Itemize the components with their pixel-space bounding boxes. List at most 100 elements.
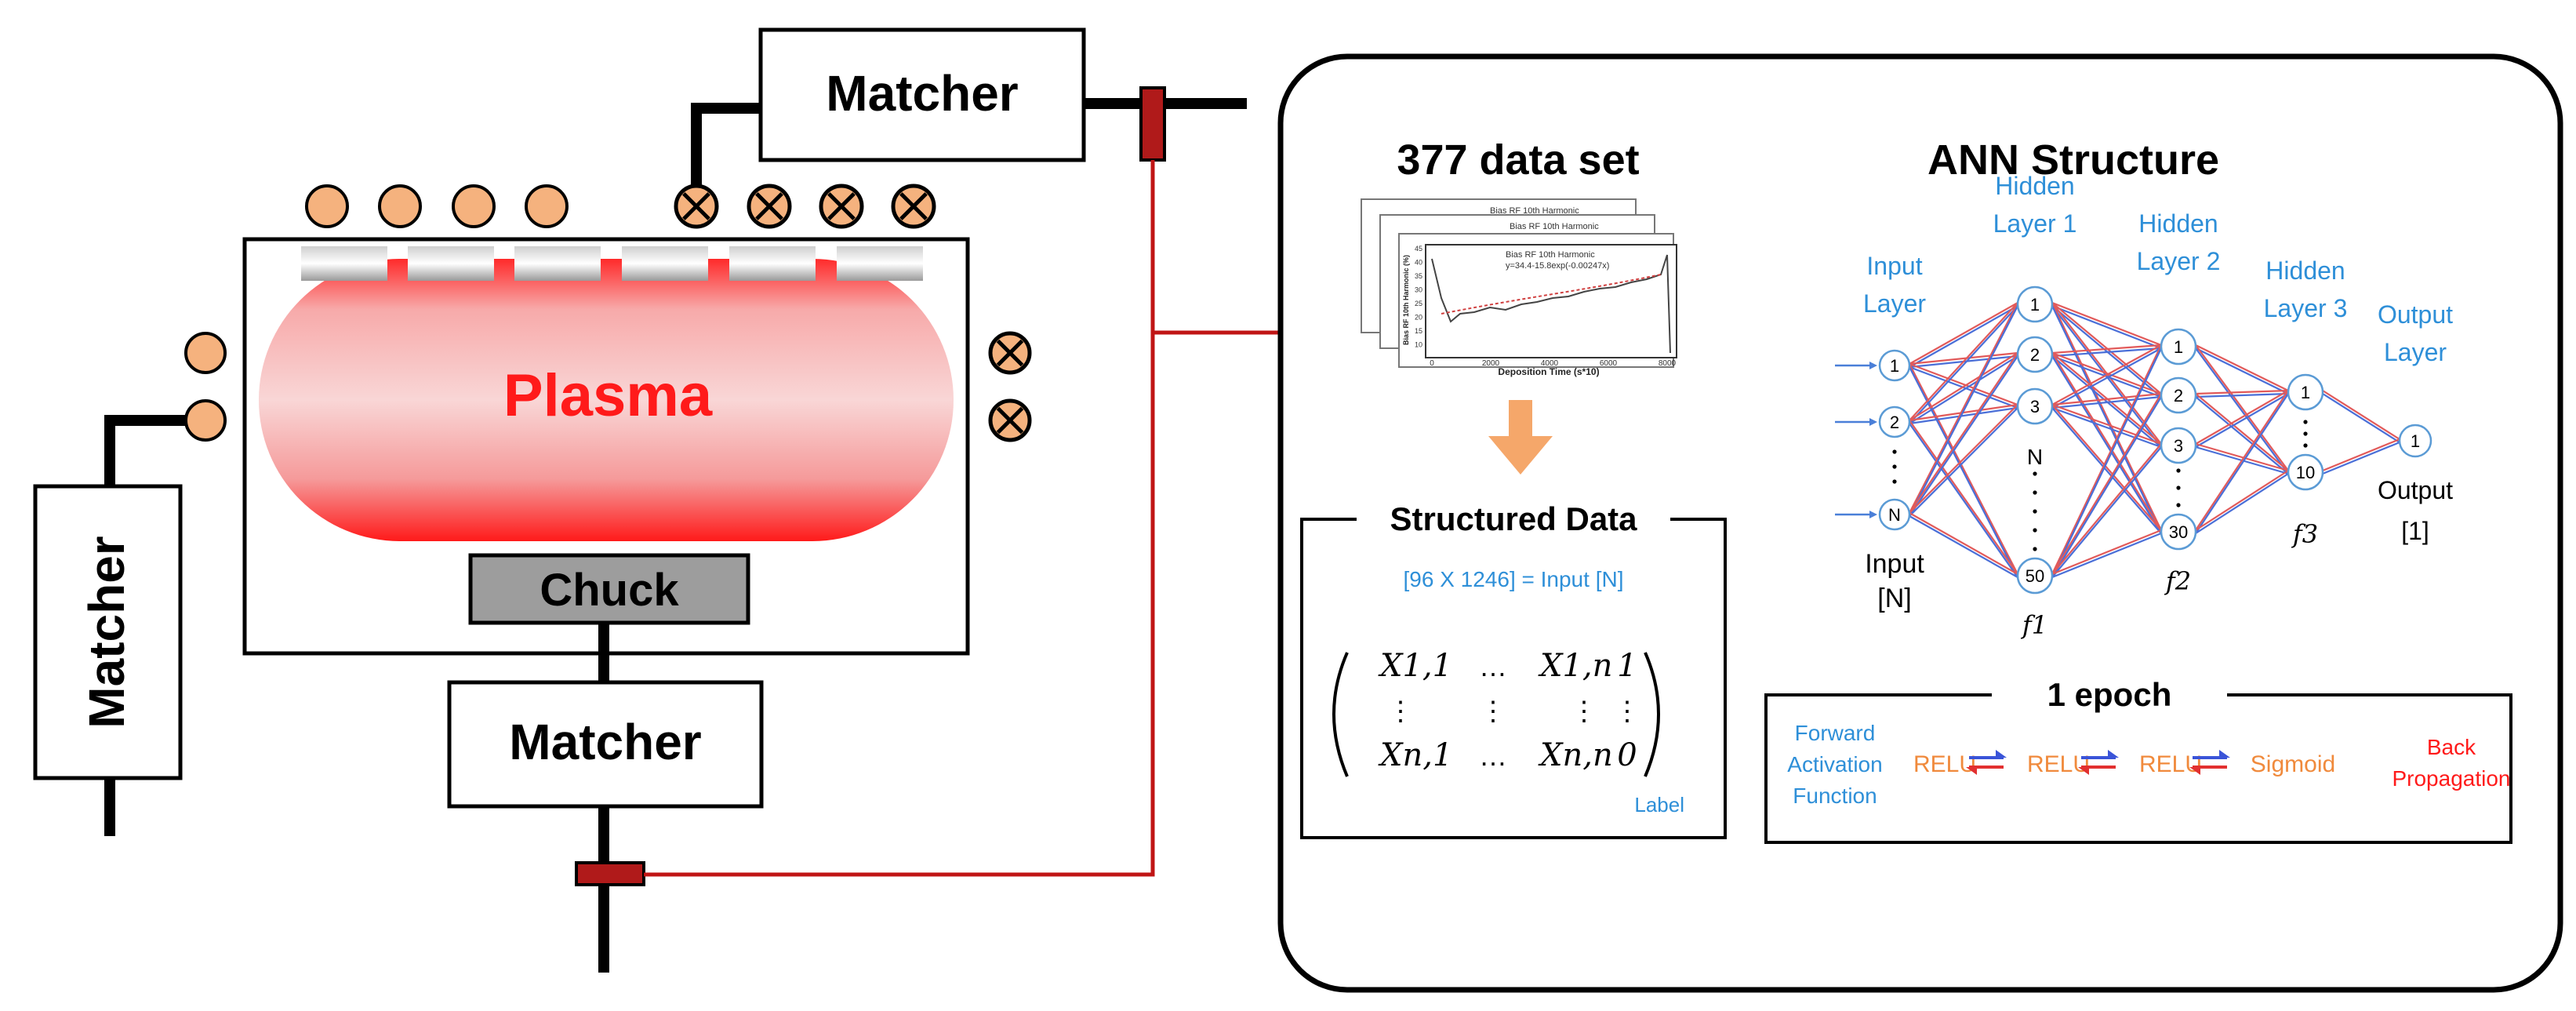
mini-plot-ytick: 20	[1415, 314, 1422, 322]
ann-edge	[2195, 470, 2289, 531]
ann-node-label: 1	[2174, 337, 2183, 357]
epoch-title: 1 epoch	[2047, 676, 2172, 713]
ann-edge	[2051, 395, 2162, 409]
mini-plot: Bias RF 10th Harmonic Bias RF 10th Harmo…	[1361, 198, 1677, 377]
svg-text:1: 1	[1617, 648, 1637, 684]
layer-title: Layer 1	[1993, 209, 2077, 238]
coil-dots-left	[184, 332, 227, 442]
svg-text:Activation: Activation	[1787, 752, 1882, 776]
ann-edge	[1909, 305, 2018, 368]
ann-edge	[1909, 352, 2018, 421]
ann-edges	[1835, 301, 2400, 579]
ann-edge	[2195, 473, 2289, 534]
ann-node-label: 1	[2301, 383, 2310, 402]
ann-node	[2016, 336, 2054, 373]
matrix: X1,1 … X1,n 1 ⋮ ⋮ ⋮ ⋮ Xn,1 … Xn,n 0	[1332, 648, 1660, 777]
ann-edge	[1909, 352, 2018, 514]
svg-text:Xn,1: Xn,1	[1378, 737, 1452, 773]
ann-node-label: 2	[2174, 386, 2183, 405]
mini-plot-line	[1431, 254, 1671, 354]
ann-node	[2016, 387, 2054, 425]
ellipsis-dot	[2033, 528, 2037, 533]
input-arrow-head	[1869, 362, 1877, 369]
ann-title: ANN Structure	[1927, 136, 2219, 184]
svg-text:RELU: RELU	[1913, 751, 1976, 777]
svg-text:Bias RF 10th Harmonic (%): Bias RF 10th Harmonic (%)	[1402, 255, 1410, 345]
layer-title: Hidden	[2138, 209, 2218, 238]
ann-edge	[2195, 392, 2289, 398]
ann-edge	[2195, 393, 2289, 534]
ann-edge	[1909, 302, 2018, 365]
ann-node-label: 2	[1890, 413, 1899, 432]
ann-edge	[2195, 344, 2289, 391]
svg-text:Function: Function	[1793, 784, 1877, 808]
ann-node-label: 30	[2169, 522, 2188, 542]
svg-text:Input: Input	[1865, 549, 1924, 579]
svg-text:⋮: ⋮	[1480, 696, 1506, 726]
ann-node-label: 1	[1890, 356, 1899, 376]
mini-plot-ytick: 15	[1415, 327, 1422, 335]
dataset-title: 377 data set	[1397, 136, 1639, 184]
layer-title: Layer 3	[2264, 294, 2348, 322]
coil-cross-icon	[988, 331, 1032, 375]
ann-edge	[2195, 442, 2289, 472]
ann-edge	[2051, 355, 2162, 534]
ann-edge	[1909, 404, 2018, 514]
mini-plot-xtick: 0	[1430, 359, 1434, 368]
label-text: Label	[1634, 793, 1684, 816]
bidirectional-arrow-icon	[1966, 750, 2007, 775]
ellipsis-dot	[2303, 420, 2308, 424]
ann-edge	[2195, 396, 2289, 475]
svg-text:⋮: ⋮	[1614, 696, 1640, 726]
ann-edge	[1909, 355, 2018, 424]
ann-node	[2160, 376, 2197, 414]
input-arrow-head	[1869, 511, 1877, 518]
ann-edge	[2195, 389, 2289, 395]
ellipsis-dot	[1892, 464, 1897, 469]
ann-edge	[2051, 304, 2162, 350]
ann-edge	[2051, 406, 2162, 449]
layer-title: Layer 2	[2137, 247, 2221, 275]
mini-plot-ytick: 25	[1415, 300, 1422, 307]
mini-plot-ytick: 30	[1415, 286, 1422, 294]
svg-text:Sigmoid: Sigmoid	[2251, 751, 2335, 777]
ann-edge	[2195, 393, 2289, 471]
ann-edge	[1909, 366, 2018, 578]
layer-title: Layer	[2384, 338, 2447, 366]
ann-edge	[2051, 396, 2162, 578]
svg-text:Deposition Time (s*10): Deposition Time (s*10)	[1498, 366, 1599, 377]
ann-node-label: 3	[2174, 436, 2183, 456]
matcher-top-label: Matcher	[826, 65, 1018, 122]
svg-text:⋮: ⋮	[1571, 696, 1597, 726]
ann-edge	[2322, 441, 2400, 475]
ellipsis-dot	[1892, 479, 1897, 484]
ann-edge	[1909, 355, 2018, 517]
ann-edge	[2051, 347, 2162, 358]
svg-text:…: …	[1479, 740, 1507, 772]
bidirectional-arrow-icon	[2189, 750, 2230, 775]
ann-node	[1878, 405, 1911, 438]
svg-text:f2: f2	[2164, 566, 2191, 596]
ann-edge	[2051, 344, 2162, 355]
ann-edge	[2051, 393, 2162, 575]
top-feed-line	[691, 103, 761, 187]
chuck	[468, 553, 750, 625]
ellipsis-dot	[2033, 471, 2037, 476]
ann-edge	[1909, 362, 2018, 406]
ann-node	[1878, 349, 1911, 382]
ann-node	[2287, 373, 2324, 411]
ann-edge	[1909, 423, 2018, 578]
down-arrow	[1488, 400, 1553, 475]
ellipsis-dot	[2303, 431, 2308, 436]
mini-plot-ytick: 45	[1415, 245, 1422, 253]
ann-edge	[2051, 347, 2162, 409]
top-electrode	[301, 246, 923, 281]
ann-edge	[2051, 355, 2162, 398]
ann-edge	[1909, 420, 2018, 575]
ann-bottom-labels: Input [N] f1 f2 f3 Output [1]	[1865, 476, 2453, 640]
layer-title: Hidden	[1995, 172, 2074, 200]
layer-title: Output	[2378, 300, 2453, 329]
